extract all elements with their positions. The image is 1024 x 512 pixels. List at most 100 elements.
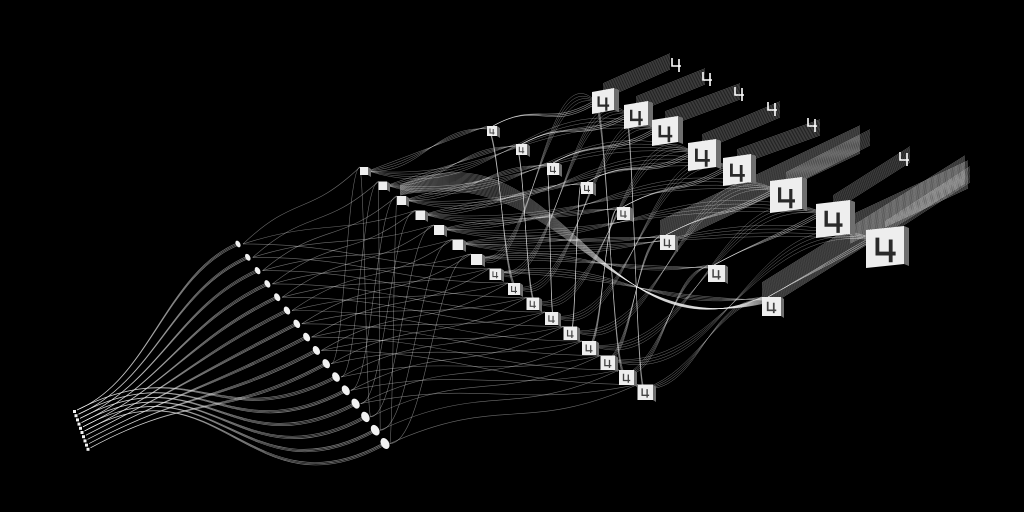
connection-line	[350, 195, 398, 391]
connection-line	[272, 210, 416, 285]
connection-line	[79, 396, 356, 424]
dense-node	[235, 240, 241, 248]
slab-digit	[875, 237, 896, 263]
card-edge	[539, 297, 542, 312]
connection-line	[589, 209, 618, 346]
connection-line	[478, 257, 709, 269]
connection-line	[497, 271, 763, 300]
connection-line	[736, 119, 821, 150]
connection-line	[76, 376, 337, 411]
feature-map-card	[526, 297, 542, 312]
connection-line	[478, 100, 593, 259]
card-edge	[615, 355, 618, 372]
connection-line	[623, 113, 646, 389]
card-edge	[781, 297, 784, 318]
connection-line	[713, 215, 817, 266]
connection-line	[701, 108, 781, 143]
feature-grid-card	[581, 182, 596, 196]
connection-line	[441, 206, 618, 230]
card-face	[378, 181, 387, 190]
connection-line	[664, 88, 741, 117]
connection-line	[736, 122, 821, 154]
feature-map-card	[452, 239, 466, 252]
dense-node	[312, 345, 321, 355]
connection-line	[832, 149, 911, 200]
feature-glyph	[529, 300, 536, 309]
connection-line	[521, 118, 625, 145]
connection-line	[832, 146, 911, 196]
connection-line	[441, 208, 618, 230]
input-digit-slab	[770, 177, 807, 213]
connection-line	[659, 144, 861, 240]
connection-line	[359, 166, 371, 417]
connection-line	[423, 188, 771, 217]
connection-line	[645, 296, 763, 389]
connection-line	[497, 272, 763, 301]
output-node	[83, 439, 87, 443]
connection-line	[602, 58, 671, 89]
feature-glyph	[489, 128, 495, 135]
connection-line	[571, 184, 771, 334]
connection-line	[849, 179, 969, 235]
connection-line	[701, 110, 781, 145]
connection-line	[521, 116, 625, 145]
connection-line	[602, 60, 671, 92]
connection-line	[635, 76, 706, 106]
connection-line	[589, 212, 817, 346]
feature-glyph	[604, 359, 612, 368]
feature-glyph	[585, 344, 593, 353]
input-digit-slab	[723, 154, 756, 186]
connection-line	[252, 181, 379, 258]
input-digit-slab	[816, 200, 855, 238]
connection-line	[76, 245, 239, 411]
feature-grid-card	[516, 144, 530, 157]
card-edge	[577, 326, 580, 342]
dense-node	[283, 306, 291, 315]
connection-line	[478, 252, 709, 271]
feature-grid-card	[617, 207, 633, 222]
connection-line	[82, 295, 278, 428]
connection-line	[492, 105, 593, 127]
connection-line	[736, 124, 821, 155]
dense-node	[380, 438, 390, 449]
dense-node	[332, 372, 340, 382]
connection-line	[311, 268, 490, 338]
connection-line	[321, 282, 509, 351]
connection-line	[460, 237, 661, 245]
card-face	[563, 326, 577, 340]
card-edge	[596, 341, 599, 357]
card-edge	[406, 196, 409, 207]
dense-node	[293, 319, 301, 328]
digit-4-glyph	[899, 152, 909, 166]
connection-line	[849, 162, 969, 219]
output-node	[80, 431, 84, 434]
connection-line	[380, 369, 620, 431]
connection-line	[386, 144, 517, 186]
output-node	[86, 447, 90, 451]
connection-line	[331, 340, 583, 364]
connection-line	[84, 311, 288, 432]
dense-node	[274, 293, 281, 302]
connection-line	[79, 397, 356, 427]
connection-line	[659, 136, 861, 232]
slab-edge	[850, 200, 855, 236]
connection-line	[81, 402, 366, 439]
connection-line	[521, 114, 625, 145]
feature-map-card	[619, 370, 637, 387]
connection-line	[849, 163, 969, 220]
connection-line	[849, 180, 969, 236]
connection-line	[701, 109, 781, 144]
card-edge	[444, 225, 447, 237]
feature-glyph	[584, 185, 590, 193]
connection-line	[82, 406, 376, 450]
feature-glyph	[641, 388, 650, 398]
connection-line	[659, 135, 861, 231]
connection-line	[701, 104, 781, 139]
feature-map-card	[434, 225, 447, 237]
connection-line	[367, 125, 488, 172]
slab-edge	[802, 177, 807, 211]
slab-face	[624, 101, 648, 129]
slab-edge	[904, 226, 909, 266]
connection-line	[659, 137, 861, 234]
